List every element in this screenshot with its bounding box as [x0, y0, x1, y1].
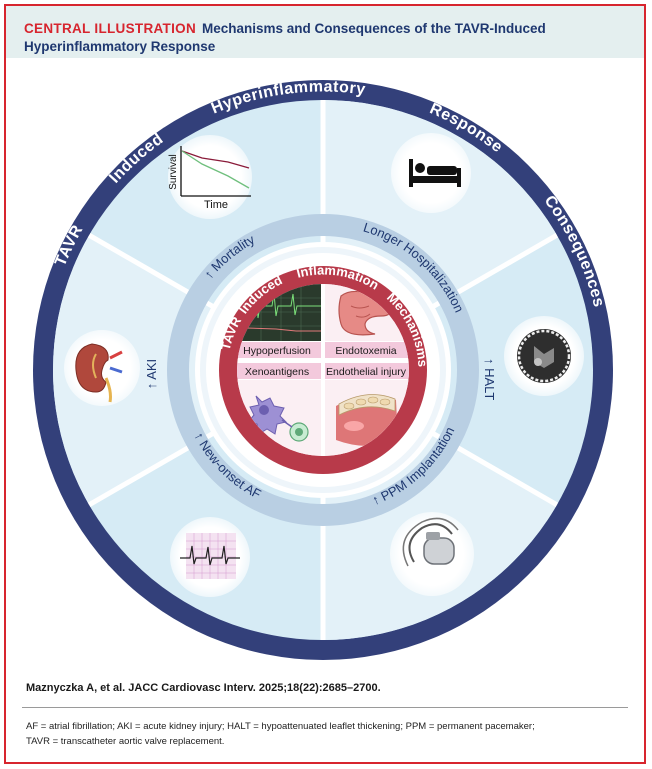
label-aki: ↑ AKI [144, 359, 159, 389]
footnote-line2: TAVR = transcatheter aortic valve replac… [26, 736, 225, 747]
immune-cell-image [247, 395, 309, 442]
label-xenoantigens: Xenoantigens [245, 366, 309, 378]
citation: Maznyczka A, et al. JACC Cardiovasc Inte… [26, 682, 381, 694]
illustration-frame: CENTRAL ILLUSTRATION Mechanisms and Conse… [4, 4, 646, 764]
survival-xlabel: Time [204, 199, 228, 211]
abbreviation-footnote: AF = atrial fibrillation; AKI = acute ki… [26, 719, 626, 749]
survival-chart-image: Survival Time [168, 135, 252, 219]
pacemaker-image [390, 512, 474, 596]
header-title-line2: Hyperinflammatory Response [24, 39, 216, 54]
label-endothelial-injury: Endothelial injury [326, 366, 407, 378]
mechanism-diagram: TAVR Induced Hyperinflammatory Response … [33, 78, 613, 660]
bed-icon [391, 133, 471, 213]
ecg-strip-image [170, 517, 250, 597]
survival-ylabel: Survival [168, 154, 179, 190]
ct-valve-image [504, 316, 584, 396]
kidney-image [64, 330, 140, 406]
header-title: Mechanisms and Consequences of the TAVR-… [202, 21, 546, 36]
consequence-ring [167, 214, 479, 526]
header-title-line1: CENTRAL ILLUSTRATION Mechanisms and Conse… [24, 21, 546, 36]
header-bar: CENTRAL ILLUSTRATION Mechanisms and Conse… [6, 6, 644, 58]
label-endotoxemia: Endotoxemia [335, 345, 396, 357]
divider [22, 707, 628, 708]
header-label: CENTRAL ILLUSTRATION [24, 21, 196, 36]
footnote-line1: AF = atrial fibrillation; AKI = acute ki… [26, 721, 535, 732]
label-halt: ↑ HALT [482, 358, 497, 400]
label-hypoperfusion: Hypoperfusion [243, 345, 311, 357]
